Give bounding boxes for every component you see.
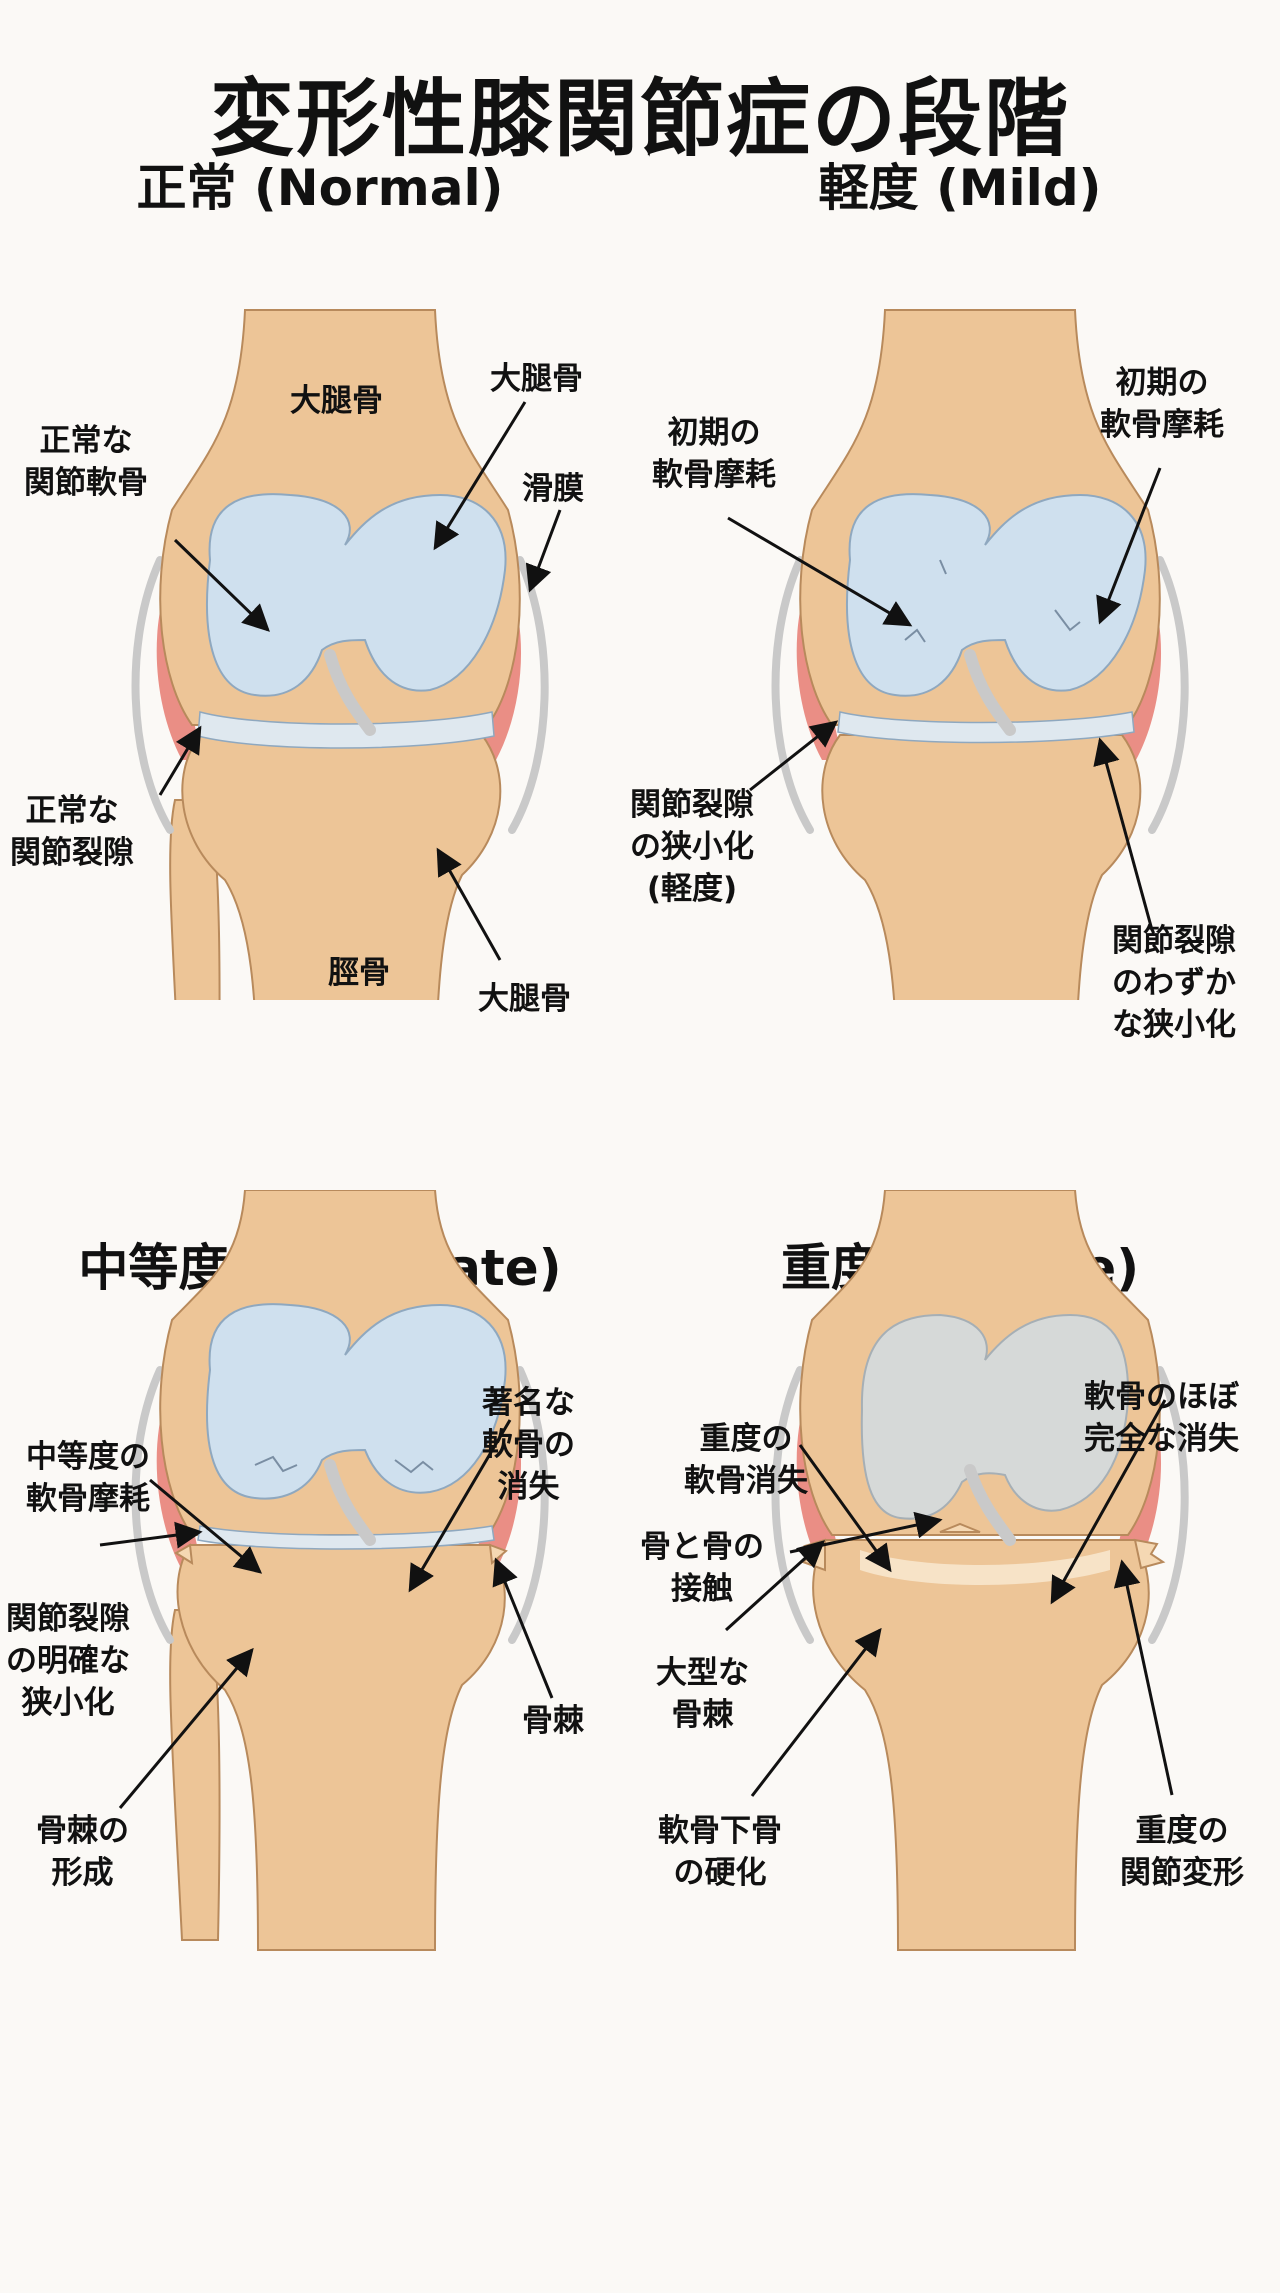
label-tibia: 脛骨 xyxy=(328,955,390,991)
label-osteophyte-formation: 骨棘の形成 xyxy=(36,1813,129,1891)
bone-shape xyxy=(812,1539,1150,1951)
pointer-arrow xyxy=(798,1444,892,1573)
pointer-arrow xyxy=(492,1557,554,1699)
panel-title-mild: 軽度 (Mild) xyxy=(818,159,1102,217)
cartilage-crack xyxy=(904,559,1081,643)
knee-mild-illustration xyxy=(727,309,1189,1000)
label-femur: 大腿骨 xyxy=(290,383,383,419)
pointer-arrow xyxy=(149,1478,263,1574)
pointer-arrow xyxy=(408,1419,512,1593)
osteophyte-shape xyxy=(174,1543,508,1565)
pointer-arrow xyxy=(436,847,502,961)
sclerosis-shape xyxy=(860,1550,1110,1585)
label-clear-joint-narrowing: 関節裂隙の明確な狭小化 xyxy=(6,1601,130,1721)
label-subchondral-sclerosis: 軟骨下骨の硬化 xyxy=(658,1813,782,1891)
label-slight-joint-narrowing: 関節裂隙のわずかな狭小化 xyxy=(1112,923,1236,1043)
knee-severe-illustration xyxy=(724,1190,1189,1951)
meniscus-shape xyxy=(837,711,1135,744)
ligament-shape xyxy=(131,1366,174,1644)
main-title: 変形性膝関節症の段階 xyxy=(209,70,1070,168)
pointer-arrow xyxy=(749,720,839,792)
label-early-wear-left: 初期の軟骨摩耗 xyxy=(652,415,776,493)
pointer-arrow xyxy=(1093,737,1154,931)
cartilage-shape xyxy=(206,1303,507,1500)
pointer-arrow xyxy=(1050,1399,1167,1605)
ligament-shape xyxy=(508,1366,549,1644)
pointer-arrow xyxy=(525,509,562,593)
label-severe-cartilage-loss: 重度の軟骨消失 xyxy=(684,1421,808,1499)
ligament-shape xyxy=(964,649,1016,736)
label-bone-on-bone-contact: 骨と骨の接触 xyxy=(640,1529,764,1607)
label-notable-cartilage-loss: 著名な軟骨の消失 xyxy=(482,1385,575,1505)
label-normal-cartilage: 正常な関節軟骨 xyxy=(24,423,148,501)
ligament-shape xyxy=(964,1464,1016,1546)
meniscus-shape xyxy=(197,711,495,749)
label-near-total-cartilage-loss: 軟骨のほぼ完全な消失 xyxy=(1084,1379,1239,1457)
pointer-arrow xyxy=(99,1521,203,1549)
ligament-shape xyxy=(131,556,174,834)
pointer-arrow xyxy=(118,1647,254,1809)
label-moderate-wear: 中等度の軟骨摩耗 xyxy=(26,1439,150,1517)
panel-mild: 軽度 (Mild) 初期の軟骨摩耗 初期の軟骨摩耗 関節裂隙の狭小化(軽度) 関… xyxy=(630,0,1280,1043)
pointer-arrow xyxy=(724,1540,825,1632)
knee-moderate-illustration xyxy=(99,1190,554,1951)
panel-normal: 正常 (Normal) 大腿骨 大腿骨 正常な関節軟骨 滑膜 正常な関節裂隙 xyxy=(0,0,640,1000)
label-osteophyte: 骨棘 xyxy=(522,1703,584,1739)
pointer-arrow xyxy=(750,1627,882,1797)
pointer-arrow xyxy=(433,401,527,551)
knee-normal-illustration xyxy=(131,309,562,1000)
pointer-arrow xyxy=(158,725,202,796)
ligament-shape xyxy=(324,649,376,736)
cartilage-crack xyxy=(254,1455,434,1474)
label-early-wear-right: 初期の軟骨摩耗 xyxy=(1100,365,1224,443)
label-joint-narrowing-mild: 関節裂隙の狭小化(軽度) xyxy=(630,787,754,907)
pointer-arrow xyxy=(727,516,913,627)
meniscus-shape xyxy=(197,1525,495,1550)
label-synovium: 滑膜 xyxy=(522,471,584,507)
ligament-shape xyxy=(1148,556,1189,834)
bone-shape xyxy=(181,734,502,1000)
ligament-shape xyxy=(324,1459,376,1546)
ligament-shape xyxy=(771,556,814,834)
label-normal-joint-space: 正常な関節裂隙 xyxy=(10,793,134,871)
bone-shape xyxy=(821,734,1142,1000)
panel-title-normal: 正常 (Normal) xyxy=(136,159,504,217)
ligament-shape xyxy=(771,1366,814,1644)
ligament-shape xyxy=(1148,1366,1189,1644)
pointer-arrow xyxy=(173,538,270,632)
bone-shape xyxy=(176,1544,506,1951)
cartilage-shape xyxy=(206,493,507,697)
label-severe-deformity: 重度の関節変形 xyxy=(1120,1813,1244,1891)
label-femur-arrow: 大腿骨 xyxy=(490,361,583,397)
pointer-arrow xyxy=(1113,1559,1174,1796)
pointer-arrow xyxy=(1096,467,1162,625)
label-tibia-arrow: 大腿骨 xyxy=(478,981,571,1017)
cartilage-shape xyxy=(846,493,1147,697)
label-large-osteophyte: 大型な骨棘 xyxy=(656,1655,749,1733)
